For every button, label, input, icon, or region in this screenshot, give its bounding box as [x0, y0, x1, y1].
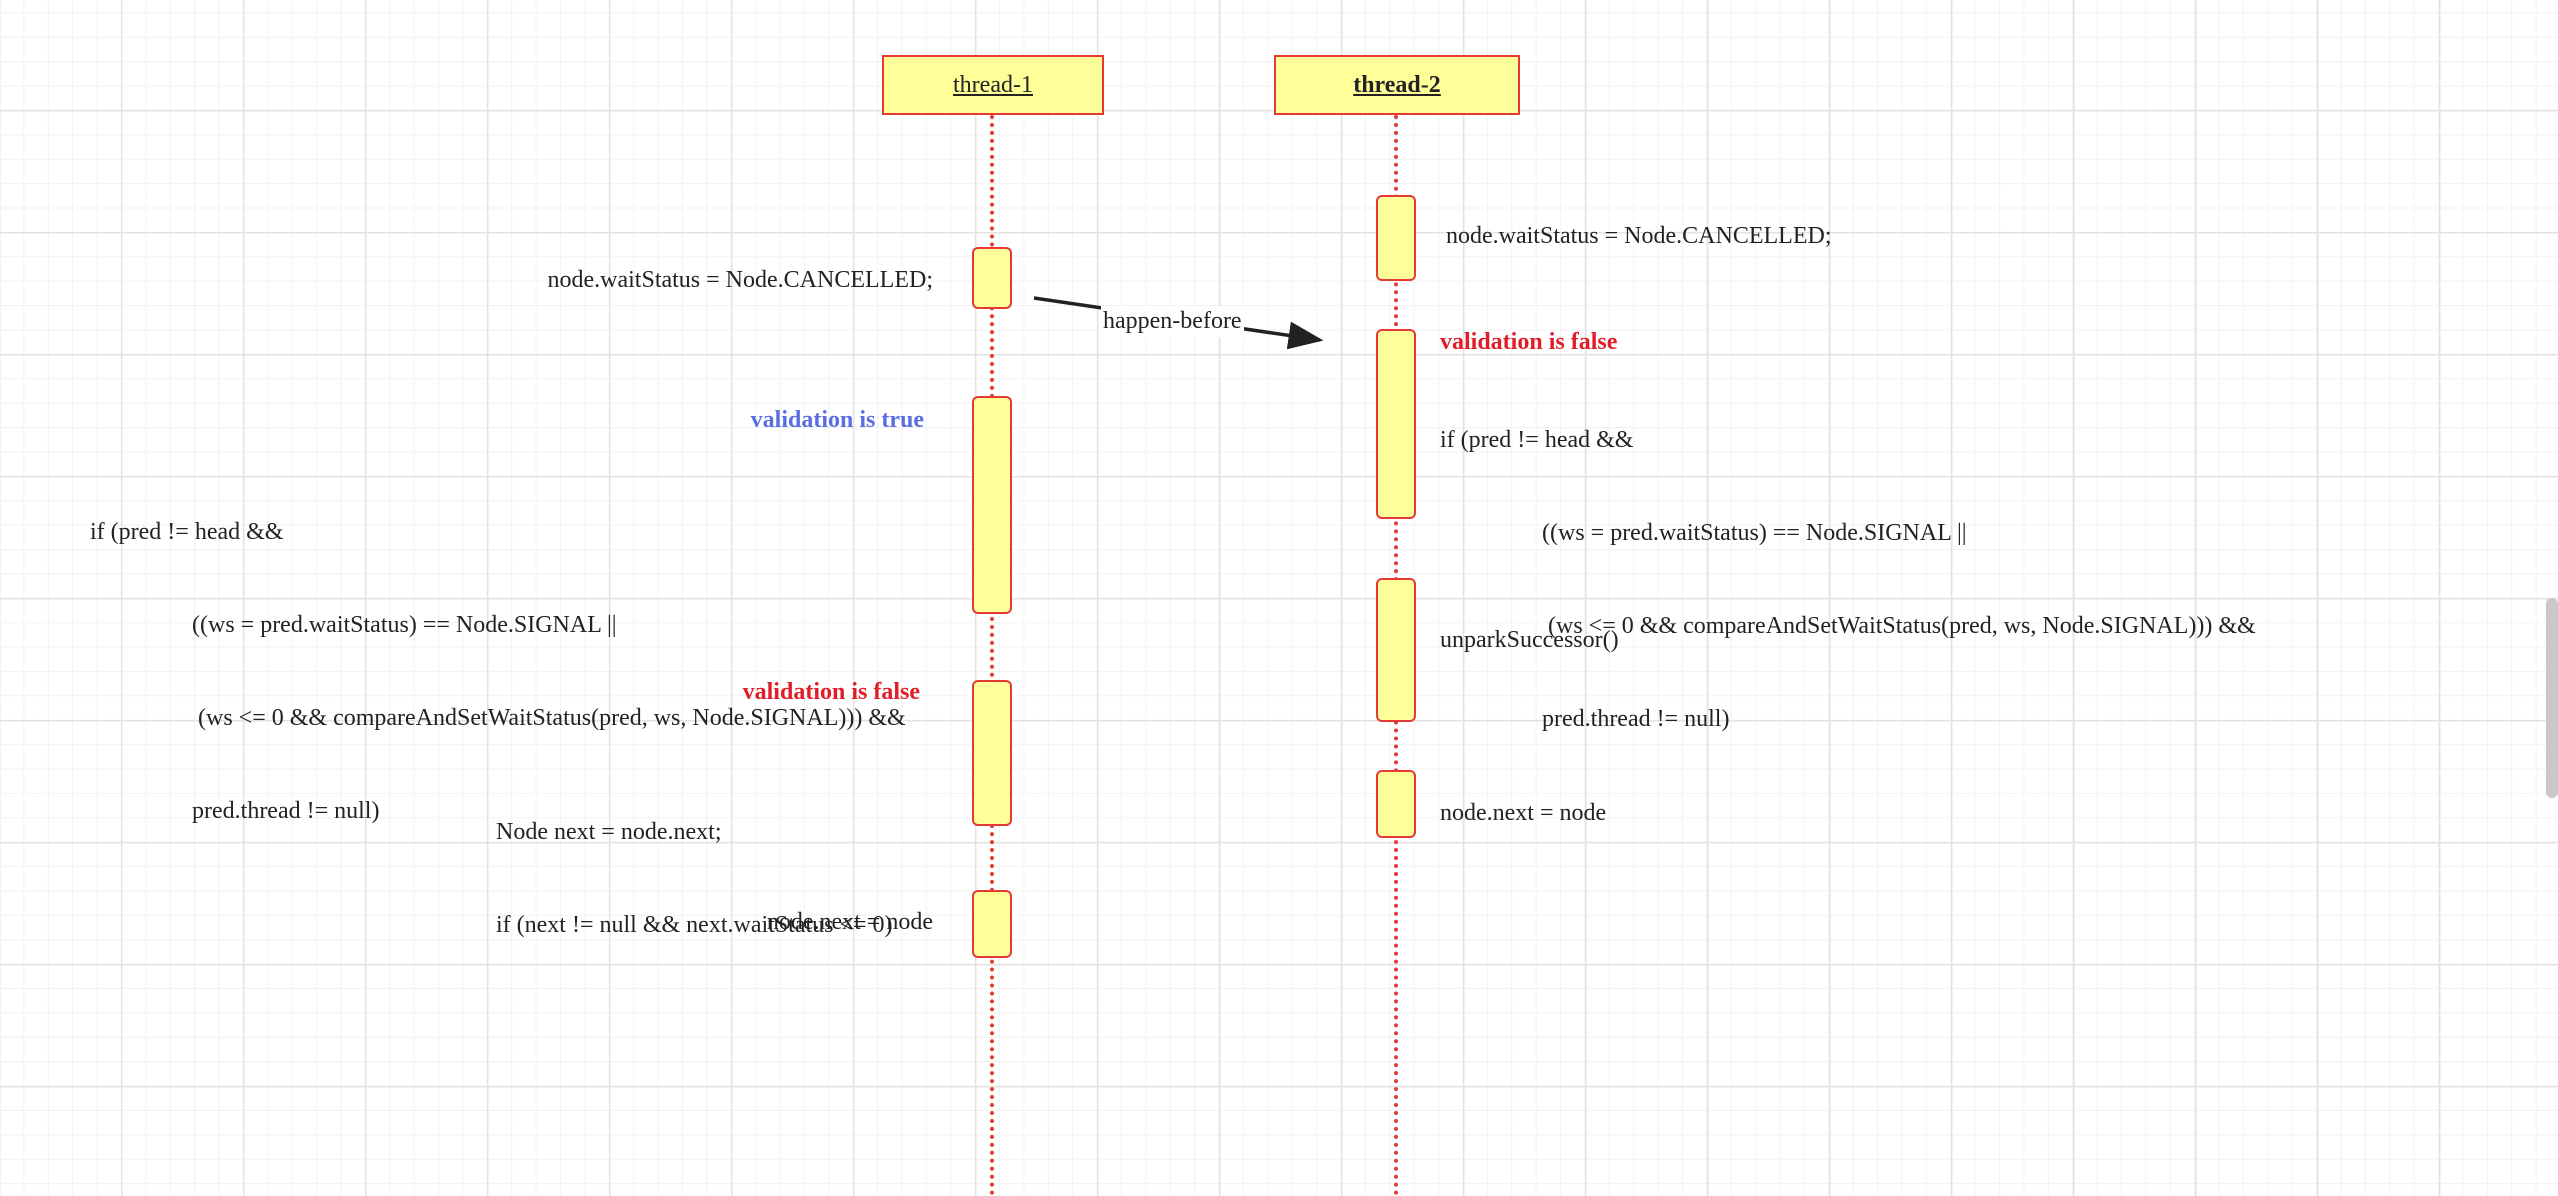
thread-1-lifeline[interactable]: [990, 115, 994, 1196]
condition-line: if (pred != head &&: [1440, 427, 1634, 453]
thread-2-activation-assign-next[interactable]: [1376, 770, 1416, 838]
next-check-line: if (next != null && next.waitStatus <= 0…: [496, 912, 893, 938]
thread-2-validation-false-label[interactable]: validation is false: [1440, 329, 1618, 355]
condition-line: pred.thread != null): [192, 798, 380, 824]
vertical-scrollbar[interactable]: [2546, 598, 2558, 798]
thread-1-header[interactable]: thread-1: [882, 55, 1104, 115]
condition-line: pred.thread != null): [1542, 706, 1730, 732]
thread-1-validation-false-label[interactable]: validation is false: [742, 679, 920, 705]
thread-1-next-check-block[interactable]: Node next = node.next; if (next != null …: [496, 755, 893, 1003]
thread-2-cancel-label[interactable]: node.waitStatus = Node.CANCELLED;: [1446, 223, 1832, 249]
thread-1-validation-true-label[interactable]: validation is true: [750, 407, 924, 433]
happen-before-label[interactable]: happen-before: [1101, 306, 1244, 337]
thread-2-assign-next-label[interactable]: node.next = node: [1440, 800, 1607, 826]
thread-1-activation-cancel[interactable]: [972, 247, 1012, 309]
thread-1-cancel-label[interactable]: node.waitStatus = Node.CANCELLED;: [547, 267, 934, 293]
condition-line: (ws <= 0 && compareAndSetWaitStatus(pred…: [192, 705, 906, 731]
next-check-line: Node next = node.next;: [496, 819, 722, 845]
thread-2-title: thread-2: [1353, 71, 1441, 98]
thread-2-activation-validation[interactable]: [1376, 329, 1416, 519]
thread-1-title: thread-1: [953, 71, 1033, 98]
thread-1-activation-assign-next[interactable]: [972, 890, 1012, 958]
thread-1-activation-validation[interactable]: [972, 396, 1012, 614]
thread-2-header[interactable]: thread-2: [1274, 55, 1520, 115]
thread-2-activation-cancel[interactable]: [1376, 195, 1416, 281]
condition-line: (ws <= 0 && compareAndSetWaitStatus(pred…: [1542, 613, 2256, 639]
thread-2-unpark-label[interactable]: unparkSuccessor(): [1440, 627, 1619, 653]
thread-1-condition-block[interactable]: if (pred != head && ((ws = pred.waitStat…: [90, 455, 906, 889]
condition-line: if (pred != head &&: [90, 519, 284, 545]
thread-2-condition-block[interactable]: if (pred != head && ((ws = pred.waitStat…: [1440, 363, 2256, 797]
thread-1-assign-next-label[interactable]: node.next = node: [766, 909, 933, 935]
condition-line: ((ws = pred.waitStatus) == Node.SIGNAL |…: [192, 612, 617, 638]
thread-2-activation-unpark[interactable]: [1376, 578, 1416, 722]
condition-line: ((ws = pred.waitStatus) == Node.SIGNAL |…: [1542, 520, 1967, 546]
thread-1-activation-next-check[interactable]: [972, 680, 1012, 826]
